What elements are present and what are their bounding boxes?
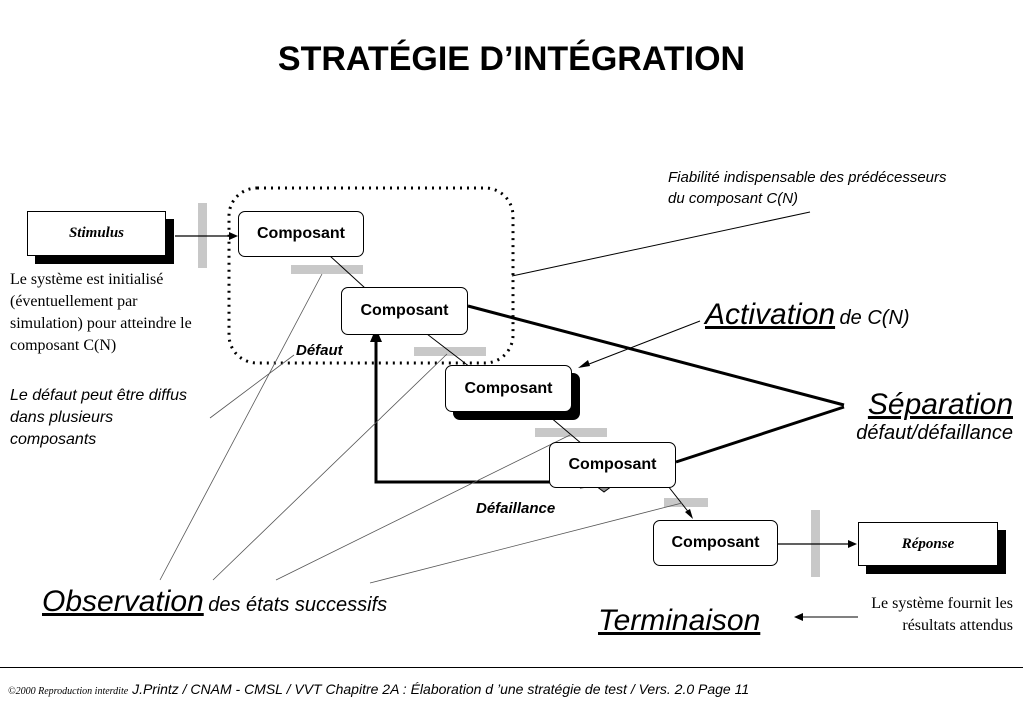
stimulus-box: Stimulus <box>27 211 166 256</box>
separator-3 <box>535 428 607 437</box>
page-title: STRATÉGIE D’INTÉGRATION <box>277 40 746 78</box>
activation-heading: Activation de C(N) <box>705 298 910 331</box>
terminaison-heading: Terminaison <box>598 604 761 637</box>
separator-4 <box>664 498 708 507</box>
composant-box-5: Composant <box>653 520 778 566</box>
composant-box-3: Composant <box>445 365 572 412</box>
fournit-note: Le système fournit les résultats attendu… <box>871 595 1013 634</box>
defaillance-label: Défaillance <box>476 500 556 517</box>
defaut-label: Défaut <box>296 342 343 359</box>
footer-divider <box>0 667 1023 668</box>
reponse-box: Réponse <box>858 522 998 566</box>
footer: ©2000 Reproduction interdite J.Printz / … <box>8 681 750 697</box>
composant-box-1: Composant <box>238 211 364 257</box>
composant-box-2: Composant <box>341 287 468 335</box>
separator-1 <box>291 265 363 274</box>
init-note: Le système est initialisé (éventuellemen… <box>10 271 192 354</box>
diffus-note: Le défaut peut être diffus dans plusieur… <box>10 387 188 448</box>
observation-heading: Observation des états successifs <box>42 585 388 618</box>
fiabilite-note: Fiabilité indispensable des prédécesseur… <box>668 169 947 207</box>
dotted-region <box>227 186 515 365</box>
separation-heading: Séparation défaut/défaillance <box>856 388 1013 444</box>
composant-box-4: Composant <box>549 442 676 488</box>
